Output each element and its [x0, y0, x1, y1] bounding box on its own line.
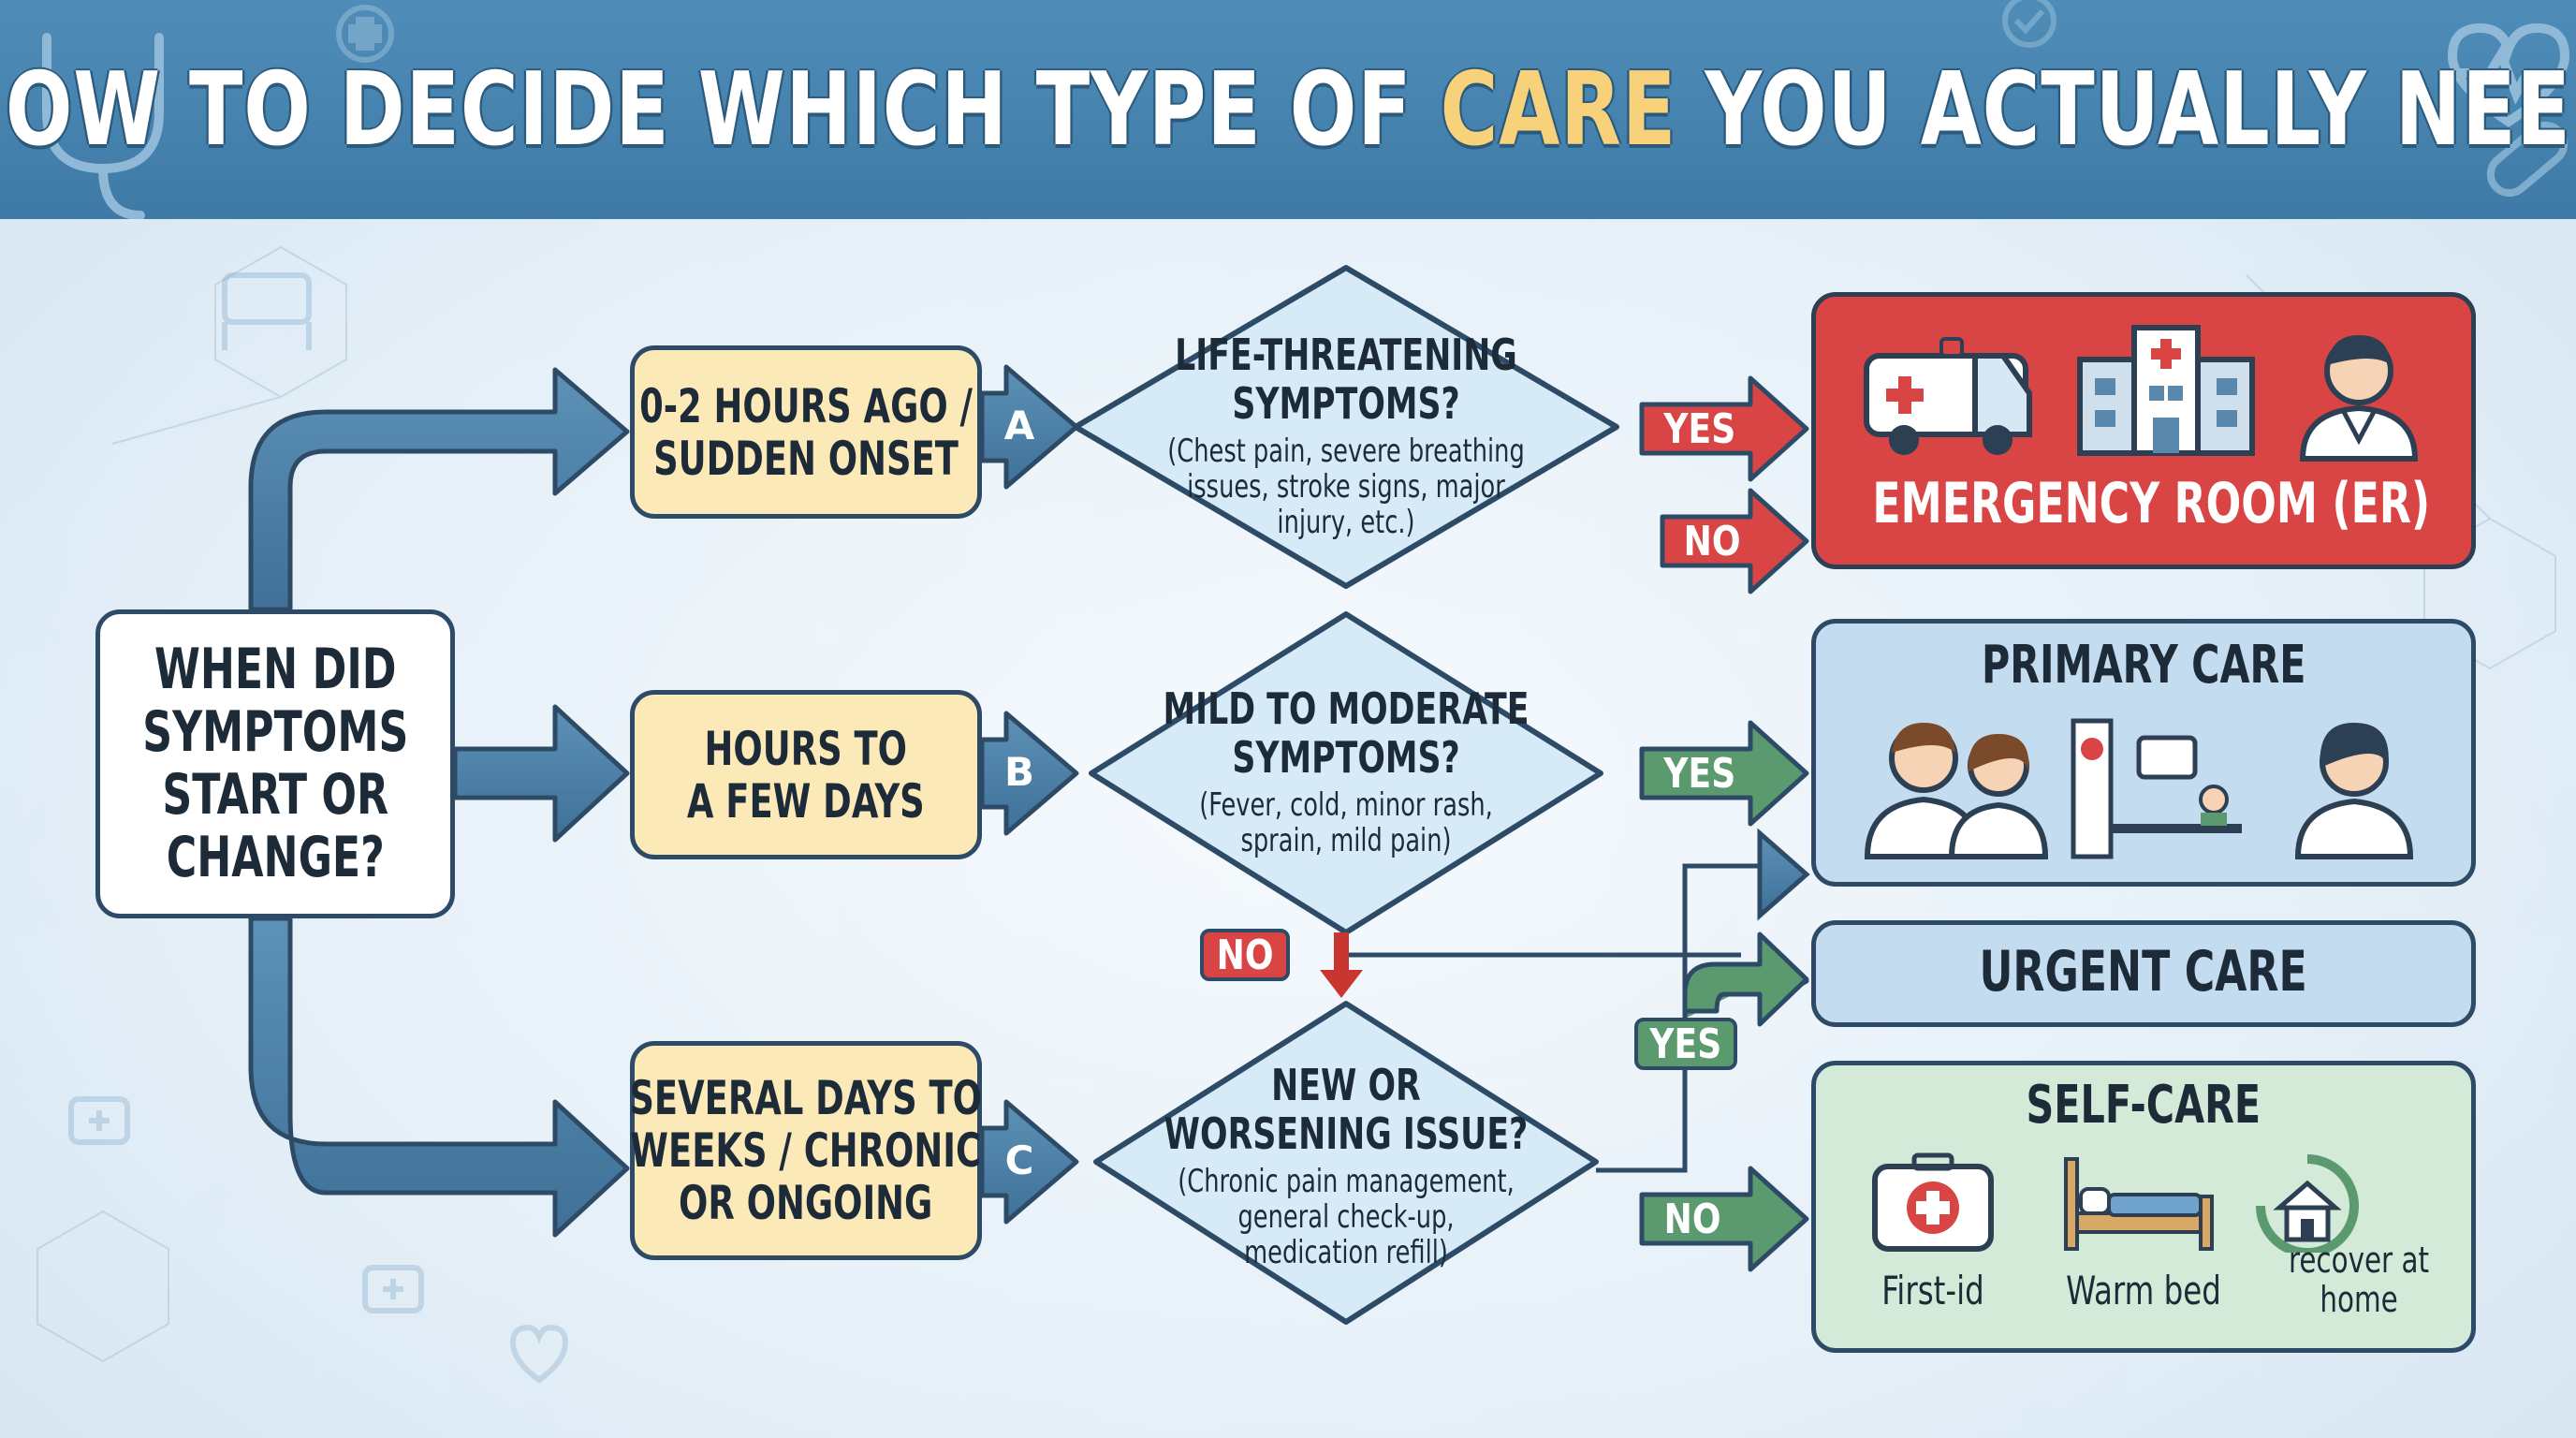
yes-urgent-arrow — [1682, 932, 1809, 1027]
letter-a: A — [1003, 403, 1035, 448]
pill-icon — [2486, 121, 2569, 198]
outcome-urgent-care — [1811, 920, 2476, 1027]
recover-home-icon — [2256, 1154, 2359, 1253]
header-decor — [42, 0, 2570, 219]
stethoscope-icon — [42, 33, 164, 219]
start-connector-arrows — [248, 367, 630, 1238]
diamond-new-worsening — [1093, 1001, 1599, 1325]
nurse-icon — [2294, 723, 2414, 859]
page-title: HOW TO DECIDE WHICH TYPE OF CARE YOU ACT… — [0, 51, 2576, 169]
start-question-box: WHEN DID SYMPTOMS START OR CHANGE? — [95, 609, 455, 918]
first-aid-icon — [1872, 1152, 1994, 1252]
self-item-first-aid: First-id — [1881, 1268, 1984, 1313]
title-highlight: CARE — [1440, 51, 1677, 169]
arrow-to-primary — [1757, 828, 1810, 921]
outcome-primary-label: PRIMARY CARE — [1981, 635, 2306, 696]
timeframe-box-a: 0-2 HOURS AGO /SUDDEN ONSET — [630, 345, 982, 519]
primary-icons — [1864, 718, 2414, 859]
letter-arrows — [979, 364, 1079, 1225]
clinic-desk-icon — [2071, 718, 2242, 859]
letter-b: B — [1003, 749, 1034, 795]
doctor-icon — [2299, 335, 2419, 462]
er-icons — [1864, 325, 2419, 462]
self-item-warm-bed: Warm bed — [2066, 1268, 2221, 1313]
no-label-mild: NO — [1200, 929, 1290, 981]
no-label-self: NO — [1663, 1195, 1721, 1243]
first-aid-kit-icon — [68, 1096, 424, 1313]
no-label-er: NO — [1683, 517, 1741, 565]
medical-cross-icon — [336, 5, 394, 63]
letter-c: C — [1004, 1137, 1034, 1183]
outcome-urgent-label: URGENT CARE — [1979, 939, 2308, 1005]
no-down-arrow — [1320, 932, 1363, 998]
decision-diamonds — [1073, 265, 1619, 1325]
outcome-self-label: SELF-CARE — [2026, 1075, 2261, 1136]
outcome-er-label: EMERGENCY ROOM (ER) — [1872, 471, 2431, 536]
yes-no-arrows — [1639, 375, 1809, 1272]
ambulance-icon — [1864, 337, 2032, 455]
yes-label-urgent: YES — [1634, 1018, 1737, 1070]
checkmark-icon — [2002, 0, 2056, 48]
hospital-icon — [2077, 325, 2255, 456]
hospital-bed-icon — [222, 272, 312, 350]
start-question-text: WHEN DID SYMPTOMS START OR CHANGE? — [141, 636, 409, 891]
self-item-recover-home: recover at home — [2288, 1240, 2430, 1320]
header-banner — [0, 0, 2576, 219]
yes-label-er: YES — [1663, 404, 1736, 453]
bed-icon — [2064, 1157, 2214, 1251]
yes-label-primary: YES — [1663, 749, 1736, 798]
heart-icon — [509, 1324, 569, 1384]
self-care-icons — [1872, 1152, 2359, 1253]
diamond-life-threatening — [1073, 265, 1619, 589]
heart-pulse-icon — [2447, 22, 2570, 128]
doctors-team-icon — [1864, 723, 2049, 859]
